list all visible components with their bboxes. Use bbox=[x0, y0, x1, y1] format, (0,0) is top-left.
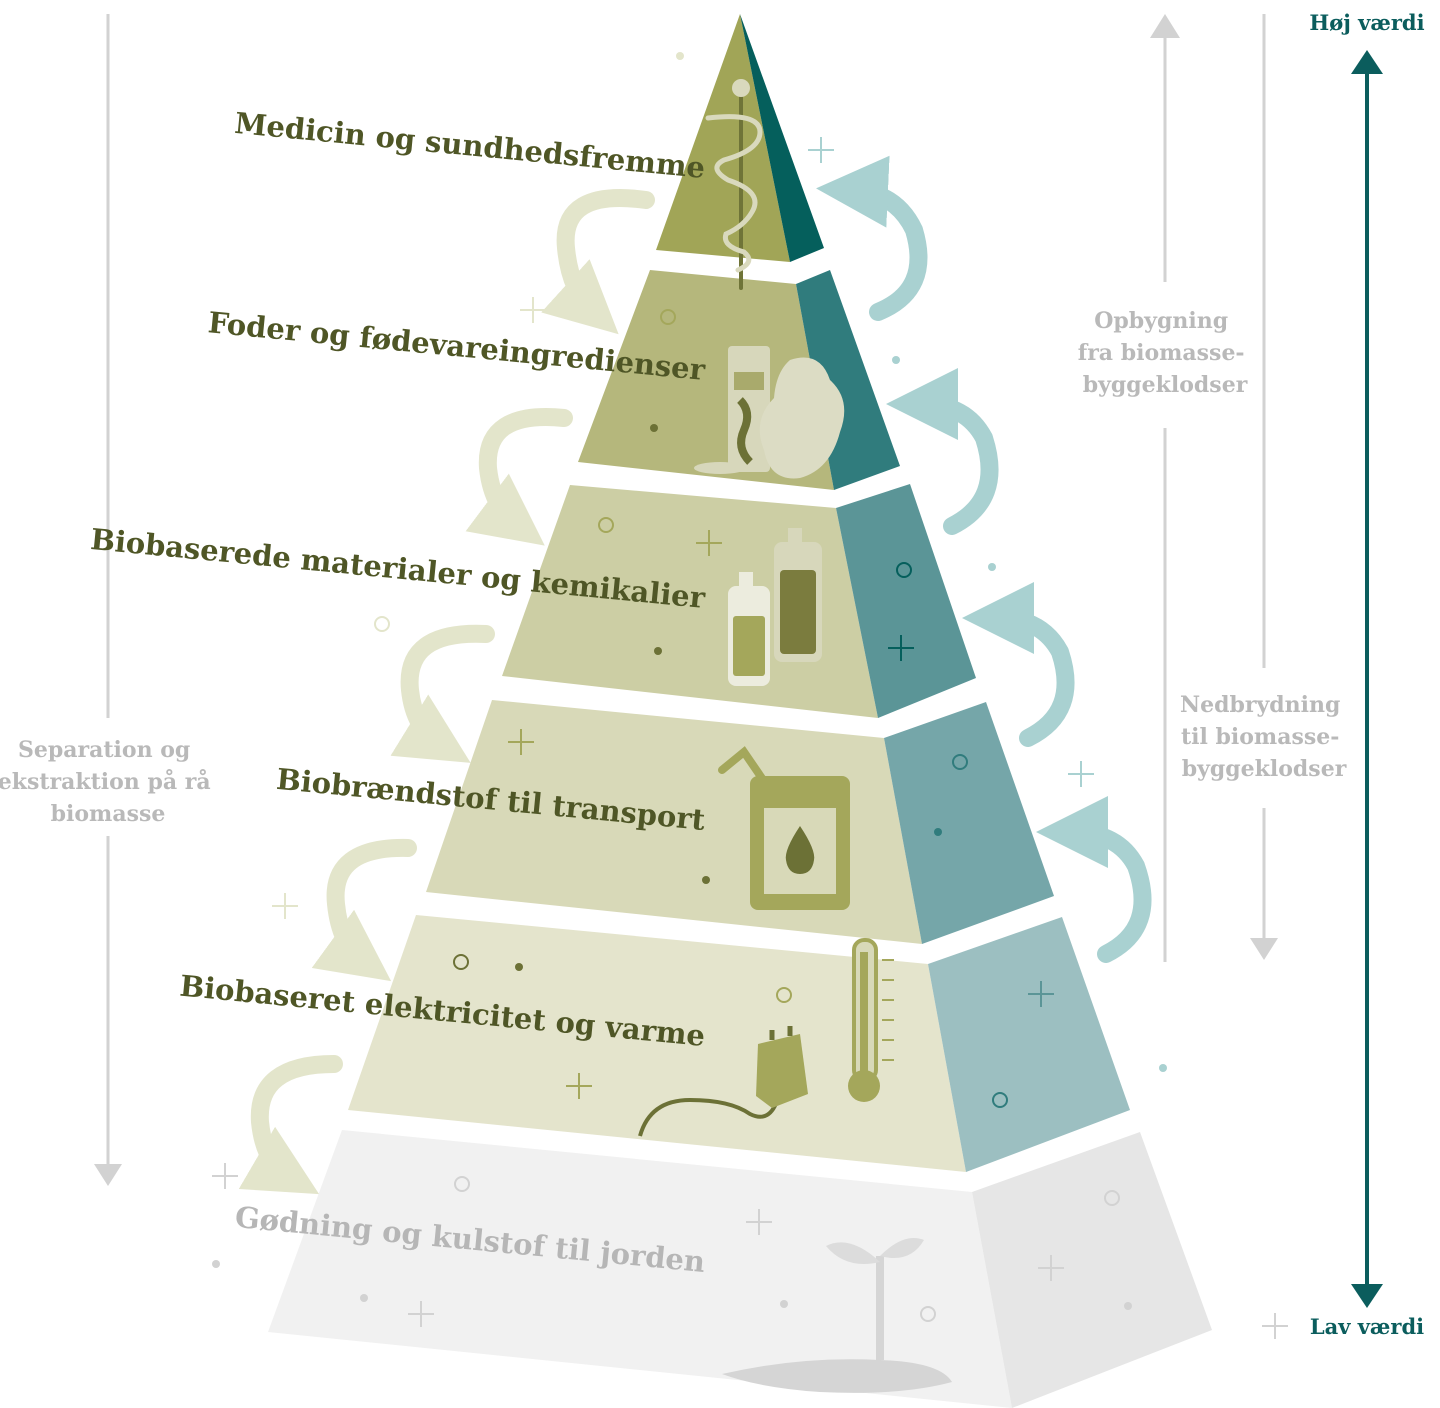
separation-arrow bbox=[94, 14, 122, 1186]
tier-electricity-heat bbox=[348, 915, 1130, 1172]
low-value-label: Lav værdi bbox=[1310, 1314, 1424, 1339]
sprout-icon bbox=[722, 1238, 952, 1393]
buildup-label: Opbygning fra biomasse- byggeklodser bbox=[1078, 308, 1253, 398]
buildup-arrow bbox=[1150, 14, 1180, 962]
high-value-label: Høj værdi bbox=[1309, 10, 1424, 35]
food-icon bbox=[694, 346, 845, 479]
bottles-icon bbox=[728, 528, 822, 686]
right-curved-arrows bbox=[816, 155, 1152, 963]
breakdown-label: Nedbrydning til biomasse- byggeklodser bbox=[1180, 692, 1348, 782]
fuel-can-icon bbox=[718, 746, 850, 910]
separation-label: Separation og ekstraktion på rå biomasse bbox=[0, 737, 218, 827]
plug-thermometer-icon bbox=[638, 938, 894, 1137]
tier-soil bbox=[268, 1130, 1212, 1408]
decorative-sparkles bbox=[212, 137, 1288, 1339]
decorative-dots bbox=[212, 52, 1167, 1322]
value-scale-arrow bbox=[1351, 50, 1383, 1308]
left-curved-arrows bbox=[238, 189, 655, 1195]
breakdown-arrow bbox=[1250, 14, 1278, 960]
caduceus-icon bbox=[705, 79, 763, 290]
tier-label-medicine: Medicin og sundhedsfremme bbox=[233, 106, 706, 185]
